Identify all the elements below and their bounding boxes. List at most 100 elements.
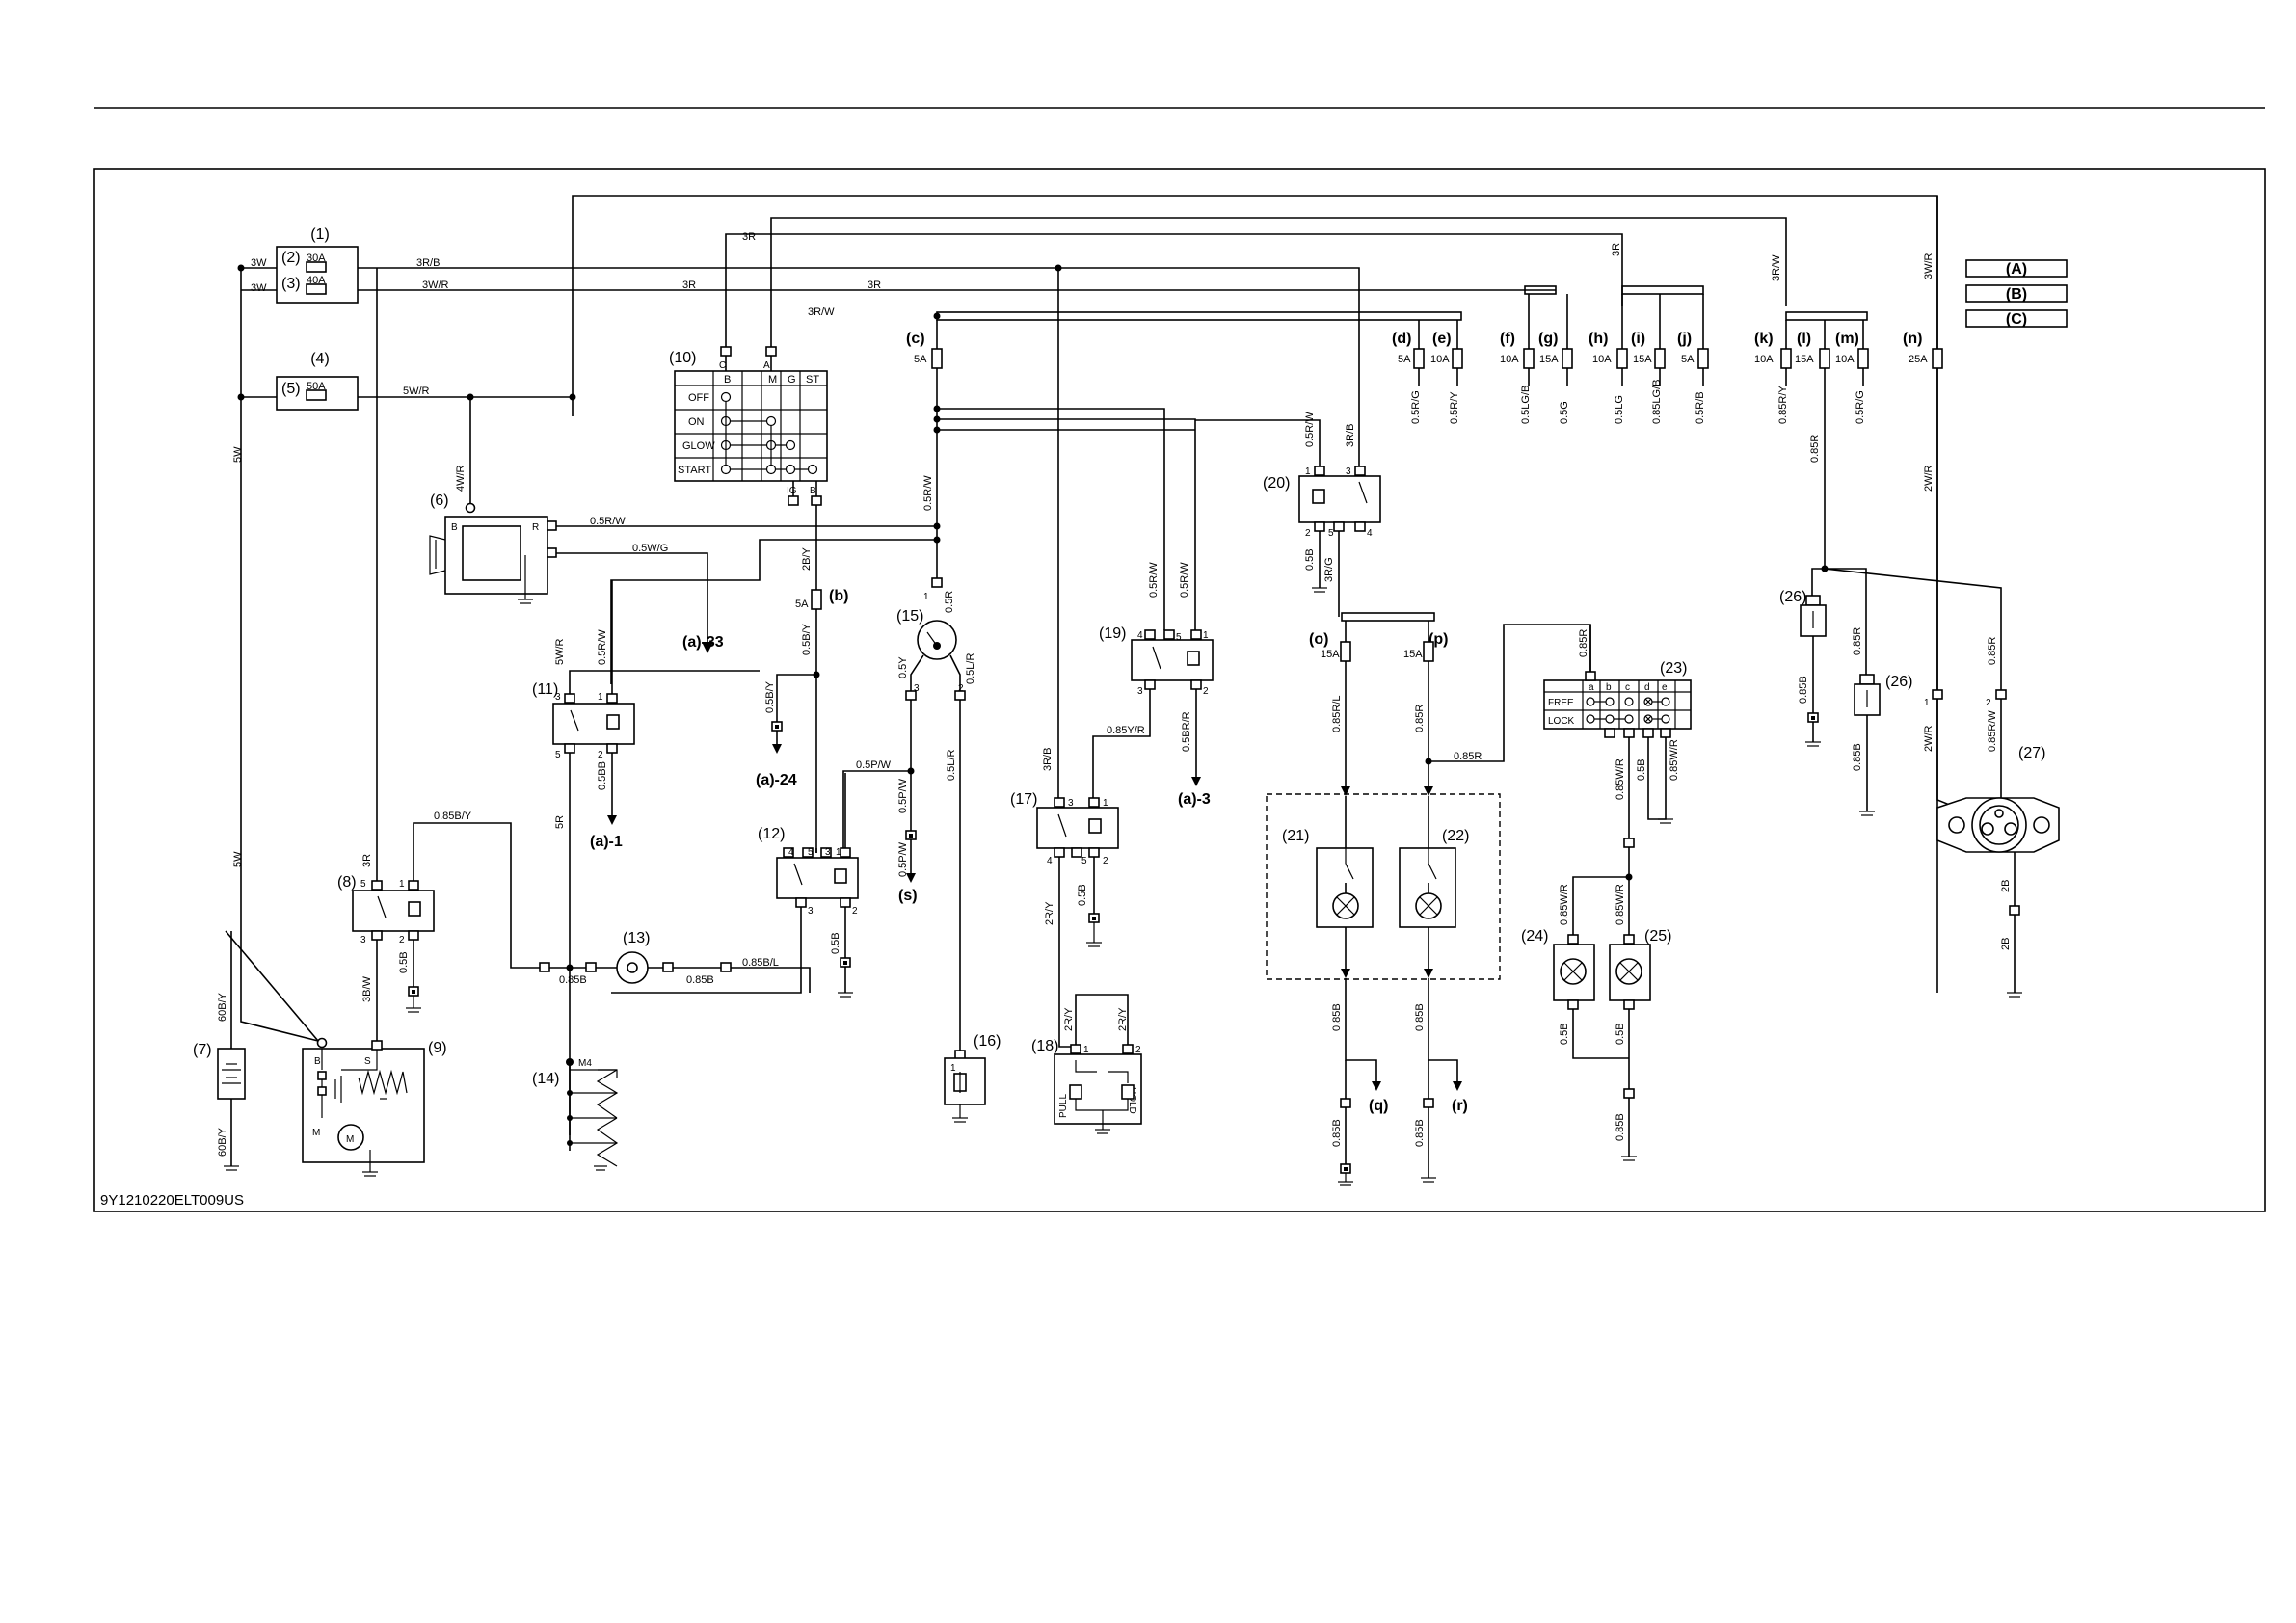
fuse-l [1819, 348, 1830, 369]
wire-label: 0.5P/W [897, 841, 909, 877]
wire-label: 0.5B/Y [764, 680, 776, 713]
pin-c: C [719, 360, 726, 371]
fuse-h [1616, 348, 1628, 369]
diagram-id: 9Y1210220ELT009US [100, 1192, 244, 1209]
key-switch: (10) B M G ST OFF ON GLOW START C A [669, 346, 848, 853]
legend-box-a [1965, 259, 2068, 278]
rating-n: 25A [1909, 354, 1928, 365]
wire-label: 3W/R [1923, 253, 1935, 279]
pin-alt-b: B [451, 522, 458, 533]
svg-text:2: 2 [1203, 686, 1209, 697]
wire-label: 5W/R [554, 638, 566, 665]
fuse-i [1654, 348, 1666, 369]
svg-text:5: 5 [1081, 856, 1087, 866]
svg-text:5: 5 [808, 847, 814, 858]
rating-l: 15A [1795, 354, 1814, 365]
wire-label: 2B [2000, 880, 2012, 892]
svg-text:1: 1 [1305, 466, 1311, 477]
label-c12: (12) [758, 826, 785, 842]
wire-label: 0.85R [1987, 637, 1998, 665]
label-c5: (5) [281, 381, 301, 397]
label-c26a: (26) [1779, 589, 1806, 605]
wire-label: 0.5B [1304, 548, 1316, 571]
wire-label: 3R/B [1345, 424, 1356, 447]
ks-col-g: G [788, 374, 796, 386]
wire-label: 0.5W/G [632, 543, 668, 554]
rating-30a: 30A [307, 253, 326, 264]
wire-label: 0.85R [1414, 705, 1426, 732]
fuse-d [1413, 348, 1425, 369]
wire-label: 0.85B [1852, 743, 1863, 771]
label-c10: (10) [669, 350, 696, 366]
label-c20: (20) [1263, 475, 1290, 492]
fuse-strip: (d) 5A 0.5R/G (e) 10A 0.5R/Y (f) 10A 0.5… [1392, 196, 1943, 569]
rating-b: 5A [795, 599, 809, 610]
svg-text:1: 1 [1203, 630, 1209, 641]
fuse-letter-m: (m) [1835, 331, 1859, 347]
legend: (A) (B) (C) [1965, 259, 2068, 328]
sel-row-free: FREE [1548, 698, 1574, 708]
battery-body [217, 1048, 246, 1100]
legend-label-a: (A) [2006, 261, 2027, 278]
main-wiring [225, 195, 1938, 1042]
component-27: 1 2 2W/R 0.85R/W 0.85R (27) 2B 2B [1923, 368, 2060, 998]
fuse-letter-i: (i) [1631, 331, 1645, 347]
svg-text:1: 1 [1083, 1045, 1089, 1055]
svg-text:3: 3 [825, 847, 831, 858]
wire-label: 0.85W/R [1615, 884, 1626, 925]
svg-text:2: 2 [1103, 856, 1108, 866]
label-c25: (25) [1644, 928, 1671, 945]
svg-text:3: 3 [360, 935, 366, 945]
wire-label: 0.5B [1636, 758, 1647, 781]
wire-label: 0.5P/W [856, 759, 892, 771]
ref-a3: (a)-3 [1178, 791, 1211, 808]
fuse-n [1932, 348, 1943, 369]
wire-label: 0.5BB [597, 761, 608, 790]
rating-i: 15A [1633, 354, 1652, 365]
wire-label: 5W/R [403, 386, 430, 397]
wire-label: 0.85B [1615, 1113, 1626, 1141]
svg-text:3: 3 [1068, 798, 1074, 809]
wire-label: 0.5R/W [1304, 412, 1316, 447]
sensors-26: (26) 0.85B (26) 0.85R 0.85B [1779, 565, 2002, 816]
wire-label: 0.85R [1578, 629, 1589, 657]
sensor-15: (15) 1 3 2 0.5R 0.5Y 0.5L/R 0.5L/R 0.5P/… [842, 577, 976, 1051]
wire-3rw-key-a [770, 217, 1787, 347]
wire-label: 3R [742, 231, 756, 243]
wire-label: 0.5B [1615, 1023, 1626, 1045]
pin-st-b: B [314, 1056, 321, 1067]
ks-col-b: B [724, 374, 731, 386]
wire-label: 3R/W [808, 306, 835, 318]
wire-label: 2W/R [1923, 465, 1935, 492]
fuse-letter-o: (o) [1309, 631, 1328, 648]
svg-text:1: 1 [399, 879, 405, 890]
fuse-j [1697, 348, 1709, 369]
bus-bar-o-p [1341, 612, 1435, 622]
legend-label-c: (C) [2006, 311, 2027, 328]
svg-text:2: 2 [399, 935, 405, 945]
bus-bar-c-e [936, 311, 1462, 321]
fuse-letter-f: (f) [1500, 331, 1515, 347]
diagram-frame [93, 168, 2266, 1212]
wire-label: 5W [232, 851, 244, 867]
ks-row-start: START [678, 465, 711, 476]
fuse-o [1340, 641, 1351, 662]
wire-label: 0.5R/W [597, 629, 608, 665]
svg-text:4: 4 [1047, 856, 1053, 866]
fuse-40a [306, 283, 327, 295]
wire-label: 3W [251, 282, 267, 294]
bus-bar-f-g [1524, 285, 1557, 295]
ref-s: (s) [898, 888, 918, 904]
fuse-block-main: (1) (2) (3) 30A 40A (4) (5) 50A 3W 3W 3R… [232, 226, 1622, 867]
label-c15: (15) [896, 608, 923, 625]
pin-3: 3 [914, 683, 920, 694]
wire-label: 0.5R/Y [1449, 391, 1460, 424]
rating-k: 10A [1754, 354, 1774, 365]
wire-label: 0.85B [1414, 1003, 1426, 1031]
wire-label: 0.5LG [1614, 395, 1625, 424]
sel-col-e: e [1662, 682, 1668, 693]
wire-label: 3R [1611, 243, 1622, 256]
